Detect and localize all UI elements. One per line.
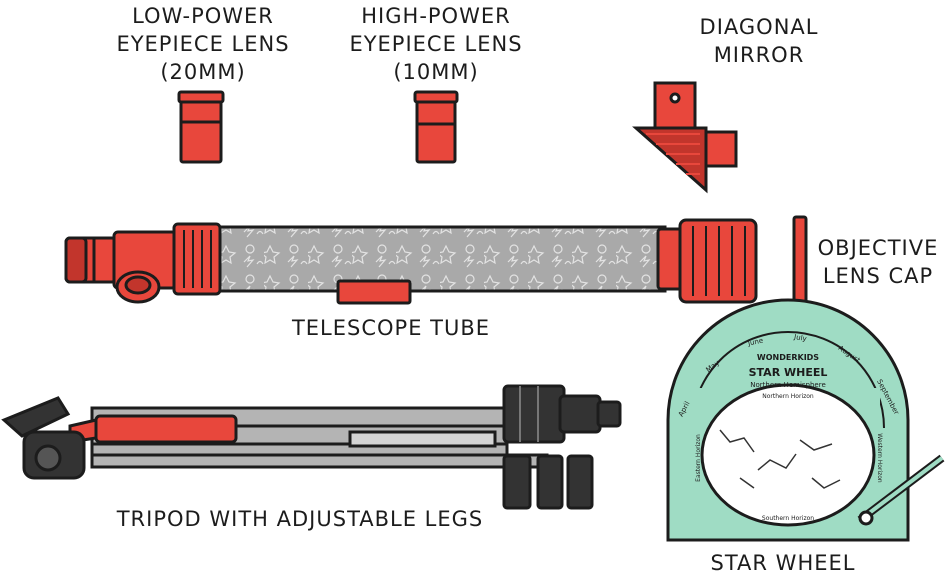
low-power-label-line-1: Low-Power bbox=[132, 4, 274, 28]
tripod-label: Tripod with Adjustable Legs bbox=[116, 507, 484, 531]
star-wheel-title: STAR WHEEL bbox=[749, 366, 828, 379]
lens-cap-label-line-2: Lens Cap bbox=[822, 264, 934, 288]
high-power-eyepiece bbox=[413, 90, 459, 164]
star-wheel-month-june: June bbox=[746, 337, 764, 348]
diagonal-mirror-label-line-2: Mirror bbox=[713, 43, 805, 67]
star-wheel-east-horizon: Eastern Horizon bbox=[695, 434, 702, 482]
telescope-tube-label: Telescope Tube bbox=[291, 316, 491, 340]
star-wheel-north-horizon: Northern Horizon bbox=[762, 393, 814, 400]
diagonal-mirror-label: Diagonal Mirror bbox=[684, 13, 834, 69]
low-power-eyepiece bbox=[177, 90, 225, 164]
lens-cap-label-line-1: Objective bbox=[817, 236, 939, 260]
star-wheel-brand: WONDERKIDS bbox=[757, 353, 819, 362]
star-wheel-month-july: July bbox=[792, 333, 807, 343]
diagonal-mirror bbox=[632, 81, 738, 194]
high-power-label-line-2: Eyepiece Lens bbox=[349, 32, 523, 56]
high-power-label-line-1: High-Power bbox=[361, 4, 511, 28]
objective-lens-cap-label: Objective Lens Cap bbox=[813, 234, 943, 290]
high-power-label-line-3: (10mm) bbox=[393, 60, 479, 84]
low-power-label-line-2: Eyepiece Lens bbox=[116, 32, 290, 56]
tripod bbox=[1, 384, 622, 510]
high-power-eyepiece-label: High-Power Eyepiece Lens (10mm) bbox=[344, 2, 528, 86]
star-wheel bbox=[666, 298, 945, 542]
star-wheel-south-horizon: Southern Horizon bbox=[762, 515, 814, 522]
star-wheel-subtitle: Northern Hemisphere bbox=[750, 381, 826, 389]
objective-lens-cap bbox=[792, 215, 808, 304]
star-wheel-west-horizon: Western Horizon bbox=[876, 433, 883, 483]
low-power-label-line-3: (20mm) bbox=[160, 60, 246, 84]
star-wheel-label: Star Wheel bbox=[710, 551, 856, 575]
diagonal-mirror-label-line-1: Diagonal bbox=[699, 15, 819, 39]
telescope-tube bbox=[64, 218, 758, 305]
low-power-eyepiece-label: Low-Power Eyepiece Lens (20mm) bbox=[110, 2, 296, 86]
